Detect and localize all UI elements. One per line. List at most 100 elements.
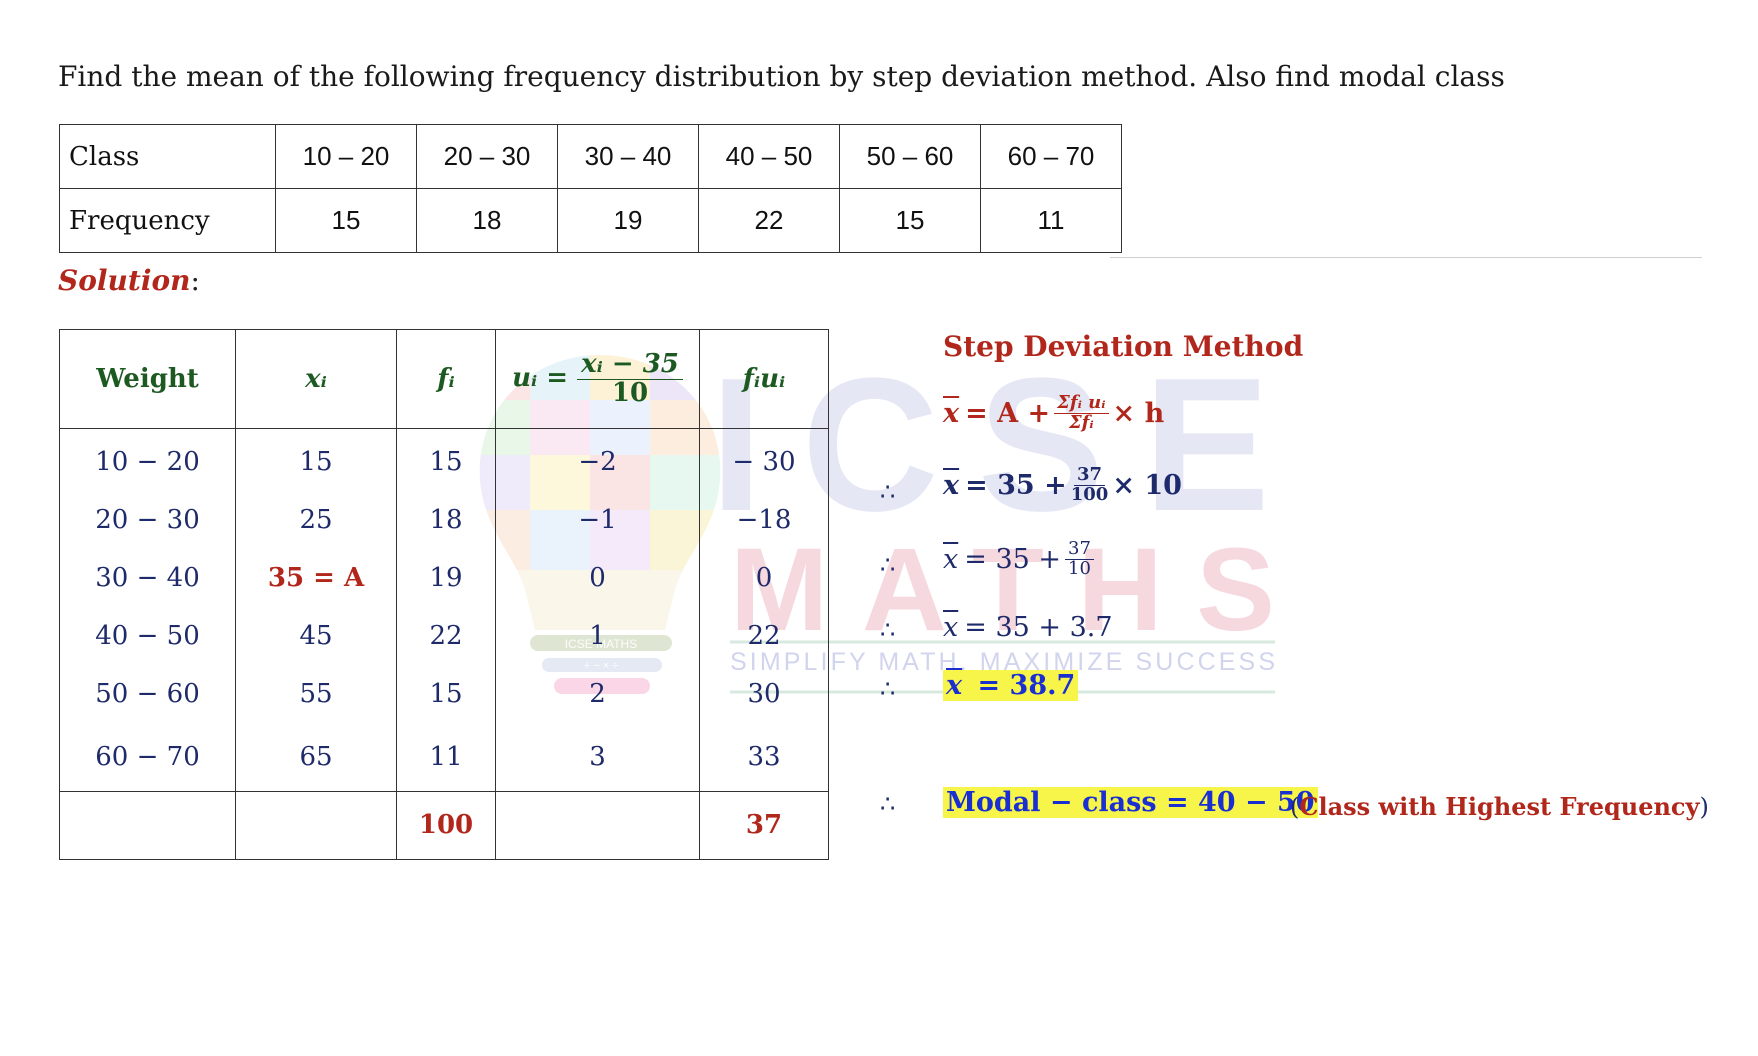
formula-eq: = A + (965, 397, 1051, 429)
solution-colon: : (190, 264, 200, 297)
frequency-cell: 15 (839, 188, 981, 253)
totals-row: 100 37 (59, 790, 829, 860)
step4-lhs: x (946, 670, 963, 701)
cell-ui: 1 (495, 607, 700, 665)
therefore-symbol: ∴ (880, 790, 896, 818)
solution-heading: Solution: (58, 264, 200, 297)
cell-ui: −2 (495, 428, 700, 491)
header-xi: xᵢ (235, 329, 397, 429)
class-cell: 30 – 40 (557, 124, 699, 189)
cell-fiui: −18 (699, 491, 829, 549)
modal-note: (Class with Highest Frequency) (1290, 792, 1709, 821)
step1-line: x = 35 + 37 100 × 10 (943, 465, 1182, 505)
class-cell: 50 – 60 (839, 124, 981, 189)
frequency-cell: 18 (416, 188, 558, 253)
therefore-symbol: ∴ (880, 551, 896, 579)
frequency-cell: 11 (980, 188, 1122, 253)
step2-numerator: 37 (1065, 539, 1094, 560)
cell-weight: 20 − 30 (59, 491, 236, 549)
header-fiui: fᵢuᵢ (699, 329, 829, 429)
table-row: 50 − 60 55 15 2 30 (59, 665, 829, 723)
solution-label: Solution (58, 264, 191, 297)
frequency-row: Frequency 15 18 19 22 15 11 (59, 188, 1122, 253)
cell-fiui: − 30 (699, 428, 829, 491)
solution-table: Weight xᵢ fᵢ uᵢ = xᵢ − 35 10 fᵢuᵢ 10 − 2… (59, 329, 829, 860)
cell-xi-assumed-mean: 35 = A (235, 549, 397, 607)
formula-numerator: Σfᵢ uᵢ (1054, 393, 1109, 414)
cell-fiui: 30 (699, 665, 829, 723)
cell-ui: 2 (495, 665, 700, 723)
cell-weight: 40 − 50 (59, 607, 236, 665)
cell-fi: 18 (396, 491, 496, 549)
cell-weight: 10 − 20 (59, 428, 236, 491)
step1-eq: = 35 + (965, 469, 1067, 501)
cell-ui: −1 (495, 491, 700, 549)
step2-fraction: 37 10 (1065, 539, 1094, 579)
cell-fiui: 0 (699, 549, 829, 607)
frequency-label: Frequency (59, 188, 276, 253)
cell-fi: 11 (396, 723, 496, 791)
step1-numerator: 37 (1073, 465, 1106, 486)
frequency-cell: 15 (275, 188, 417, 253)
class-row: Class 10 – 20 20 – 30 30 – 40 40 – 50 50… (59, 124, 1122, 189)
modal-note-text: Class with Highest Frequency (1299, 792, 1700, 821)
formula-denominator: Σfᵢ (1068, 411, 1094, 433)
frequency-cell: 22 (698, 188, 840, 253)
therefore-symbol: ∴ (880, 675, 896, 703)
result-mean-highlight: x = 38.7 (943, 670, 1079, 701)
ui-denominator: 10 (611, 377, 649, 408)
cell-weight: 50 − 60 (59, 665, 236, 723)
formula-line: x = A + Σfᵢ uᵢ Σfᵢ × h (943, 393, 1165, 433)
formula-tail: × h (1112, 397, 1165, 429)
modal-line: Modal − class = 40 − 50 (943, 787, 1318, 818)
total-empty (59, 790, 236, 860)
class-cell: 20 – 30 (416, 124, 558, 189)
table-row: 60 − 70 65 11 3 33 (59, 723, 829, 791)
cell-xi: 45 (235, 607, 397, 665)
modal-note-close: ) (1699, 793, 1709, 821)
header-weight: Weight (59, 329, 236, 429)
given-frequency-table: Class 10 – 20 20 – 30 30 – 40 40 – 50 50… (59, 124, 1122, 253)
cell-weight: 60 − 70 (59, 723, 236, 791)
total-empty (235, 790, 397, 860)
step2-denominator: 10 (1068, 557, 1091, 579)
step3-lhs: x (943, 612, 959, 643)
therefore-symbol: ∴ (880, 616, 896, 644)
step2-lhs: x (943, 543, 959, 575)
header-ui: uᵢ = xᵢ − 35 10 (495, 329, 700, 429)
class-cell: 10 – 20 (275, 124, 417, 189)
step3-line: x = 35 + 3.7 (943, 612, 1113, 643)
step1-lhs: x (943, 469, 960, 501)
class-cell: 60 – 70 (980, 124, 1122, 189)
step1-fraction: 37 100 (1071, 465, 1109, 505)
step2-line: x = 35 + 37 10 (943, 539, 1098, 579)
modal-note-open: ( (1290, 793, 1300, 821)
method-title: Step Deviation Method (943, 330, 1304, 363)
step4-line: x = 38.7 (943, 670, 1079, 701)
solution-header-row: Weight xᵢ fᵢ uᵢ = xᵢ − 35 10 fᵢuᵢ (59, 329, 829, 429)
cell-xi: 55 (235, 665, 397, 723)
ui-lhs: uᵢ = (512, 363, 569, 393)
table-row: 20 − 30 25 18 −1 −18 (59, 491, 829, 549)
cell-fiui: 33 (699, 723, 829, 791)
cell-weight: 30 − 40 (59, 549, 236, 607)
therefore-symbol: ∴ (880, 478, 896, 506)
formula-lhs: x (943, 397, 960, 429)
ui-fraction: xᵢ − 35 10 (577, 350, 683, 408)
total-fiui: 37 (699, 790, 829, 860)
table-row: 10 − 20 15 15 −2 − 30 (59, 428, 829, 491)
ui-numerator: xᵢ − 35 (577, 350, 683, 380)
cell-fi: 15 (396, 665, 496, 723)
cell-ui: 0 (495, 549, 700, 607)
modal-class-highlight: Modal − class = 40 − 50 (943, 787, 1318, 818)
class-cell: 40 – 50 (698, 124, 840, 189)
formula-fraction: Σfᵢ uᵢ Σfᵢ (1054, 393, 1109, 433)
total-fi: 100 (396, 790, 496, 860)
step1-tail: × 10 (1112, 469, 1182, 501)
class-label: Class (59, 124, 276, 189)
cell-xi: 15 (235, 428, 397, 491)
cell-fiui: 22 (699, 607, 829, 665)
step4-eq: = 38.7 (977, 670, 1076, 701)
table-row: 40 − 50 45 22 1 22 (59, 607, 829, 665)
divider-line (1110, 257, 1702, 258)
